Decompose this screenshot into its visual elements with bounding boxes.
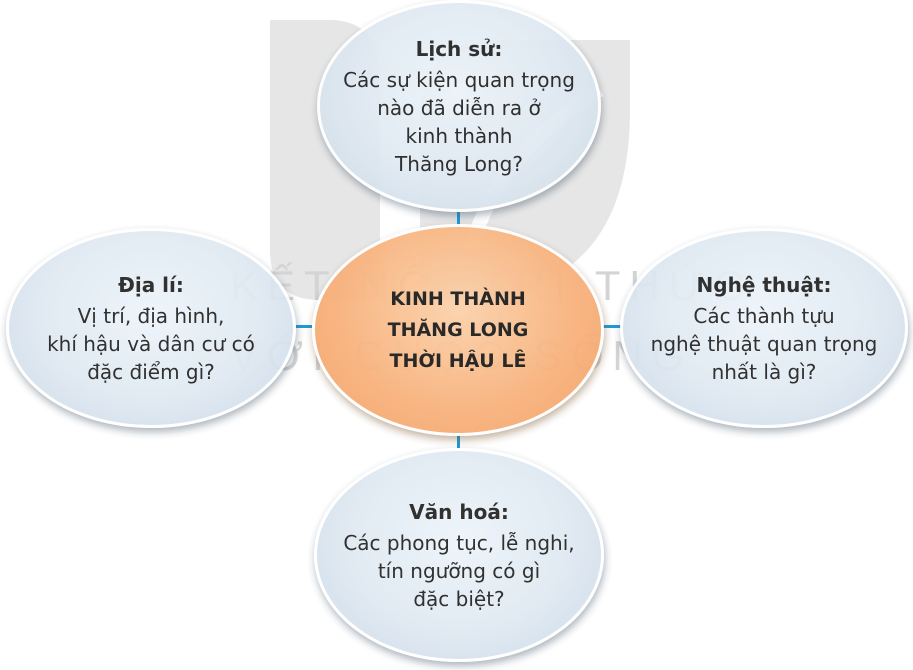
- geography-bubble: Địa lí: Vị trí, địa hình, khí hậu và dân…: [6, 228, 296, 428]
- history-line-1: Các sự kiện quan trọng: [343, 67, 575, 92]
- art-line-3: nhất là gì?: [711, 359, 817, 384]
- culture-bubble: Văn hoá: Các phong tục, lễ nghi, tín ngư…: [314, 448, 604, 662]
- center-topic-bubble: KINH THÀNH THĂNG LONG THỜI HẬU LÊ: [312, 224, 604, 436]
- connector-left: [296, 325, 312, 328]
- culture-line-1: Các phong tục, lễ nghi,: [343, 530, 575, 555]
- center-topic-line-2: THĂNG LONG: [387, 318, 529, 341]
- culture-line-2: tín ngưỡng có gì: [377, 558, 541, 583]
- culture-line-3: đặc biệt?: [413, 586, 505, 611]
- connector-right: [603, 325, 621, 328]
- geography-line-3: đặc điểm gì?: [87, 359, 215, 384]
- connector-bottom: [457, 434, 460, 448]
- geography-line-2: khí hậu và dân cư có: [47, 331, 255, 356]
- art-bubble: Nghệ thuật: Các thành tựu nghệ thuật qua…: [620, 228, 908, 428]
- geography-title: Địa lí:: [118, 272, 184, 297]
- history-line-3: kinh thành: [405, 123, 513, 148]
- art-line-2: nghệ thuật quan trọng: [650, 331, 878, 356]
- art-title: Nghệ thuật:: [696, 272, 832, 297]
- history-title: Lịch sử:: [415, 36, 503, 61]
- geography-line-1: Vị trí, địa hình,: [77, 303, 225, 328]
- history-line-4: Thăng Long?: [395, 151, 523, 176]
- connector-top: [457, 212, 460, 226]
- art-line-1: Các thành tựu: [693, 303, 835, 328]
- center-topic-line-1: KINH THÀNH: [390, 287, 526, 310]
- center-topic-line-3: THỜI HẬU LÊ: [389, 349, 527, 372]
- history-line-2: nào đã diễn ra ở: [377, 95, 541, 120]
- culture-title: Văn hoá:: [409, 499, 509, 524]
- history-bubble: Lịch sử: Các sự kiện quan trọng nào đã d…: [317, 0, 601, 212]
